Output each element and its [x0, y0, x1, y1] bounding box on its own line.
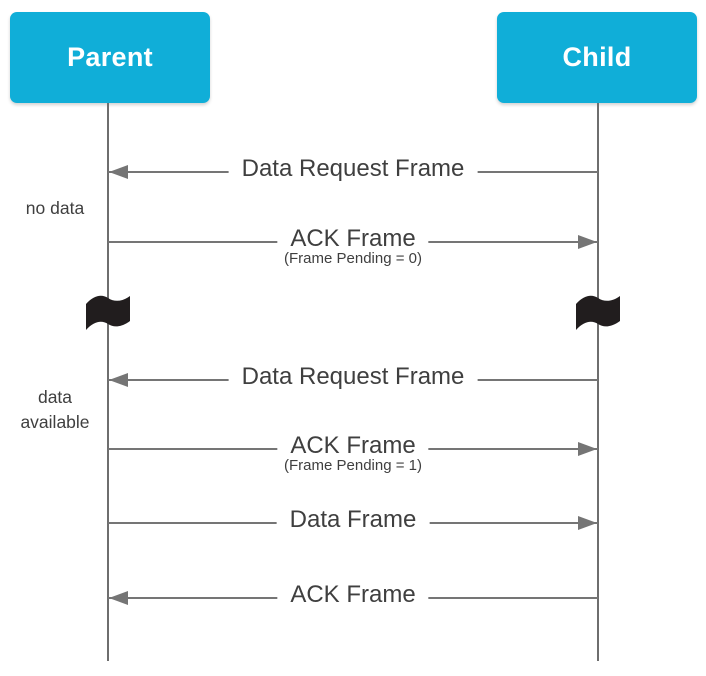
arrowhead-left-icon — [109, 373, 128, 387]
flag-icon — [86, 295, 130, 330]
arrowhead-left-icon — [109, 165, 128, 179]
actor-box-parent: Parent — [10, 12, 210, 103]
actor-child-label: Child — [562, 42, 632, 72]
side-note-data-available: data available — [20, 387, 90, 432]
message-label: Data Request Frame — [228, 154, 478, 184]
message-label: ACK Frame — [277, 580, 429, 610]
arrowhead-right-icon — [578, 235, 597, 249]
parent-lifeline — [107, 103, 109, 661]
actor-parent-label: Parent — [67, 42, 153, 72]
message-label: Data Request Frame — [228, 362, 478, 392]
side-note-no-data: no data — [25, 198, 85, 218]
arrowhead-right-icon — [578, 516, 597, 530]
flag-icon — [576, 295, 620, 330]
message-sublabel: (Frame Pending = 0) — [276, 249, 430, 268]
actor-box-child: Child — [497, 12, 697, 103]
message-sublabel: (Frame Pending = 1) — [276, 456, 430, 475]
child-lifeline — [597, 103, 599, 661]
arrowhead-right-icon — [578, 442, 597, 456]
arrowhead-left-icon — [109, 591, 128, 605]
message-label: Data Frame — [276, 505, 430, 535]
